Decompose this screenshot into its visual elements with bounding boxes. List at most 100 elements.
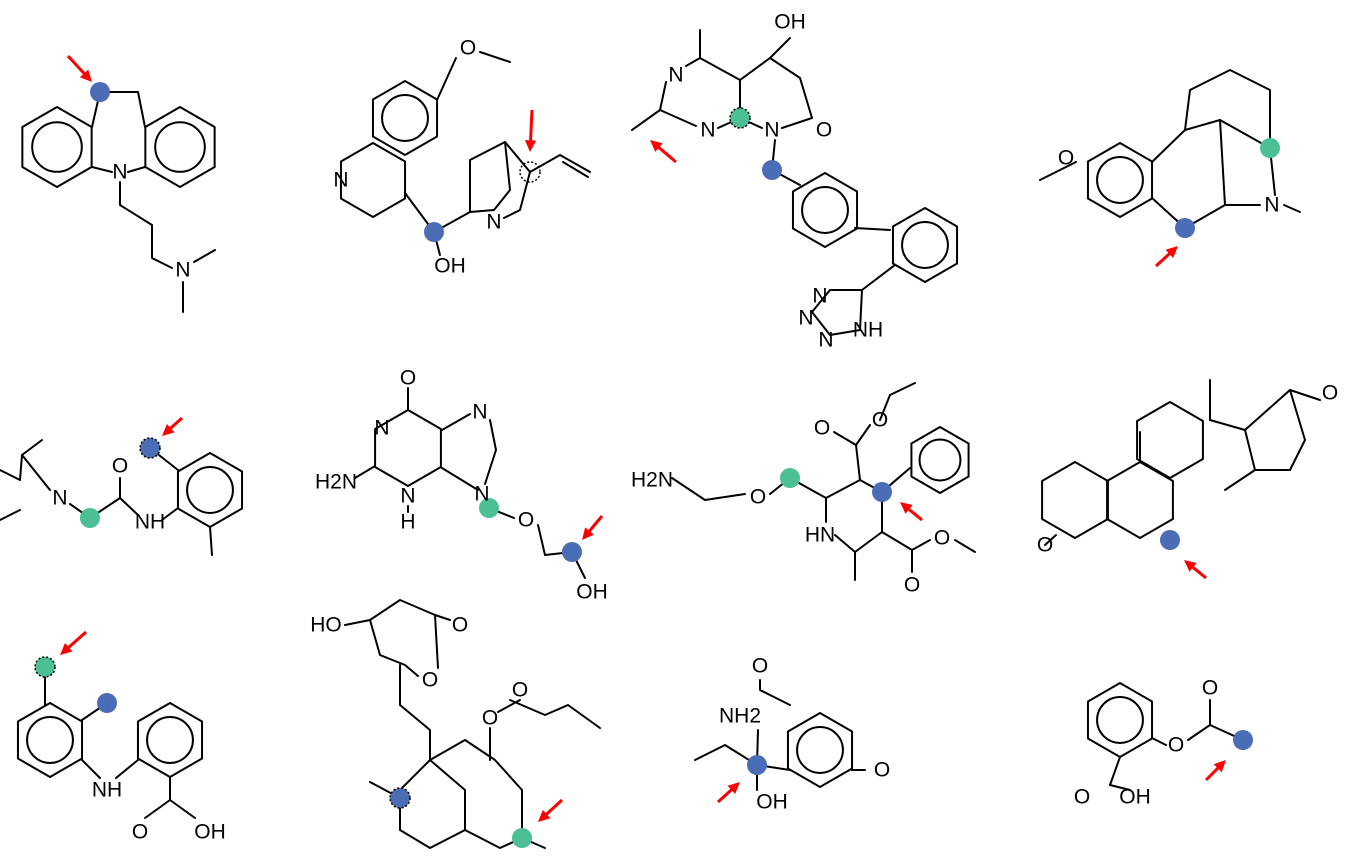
atom-label: N	[333, 169, 348, 192]
green-atom-marker	[780, 468, 800, 488]
bond	[833, 431, 861, 481]
bond	[339, 142, 407, 218]
red-arrow-icon	[900, 502, 923, 522]
bond	[119, 181, 173, 269]
atom-label: O	[460, 37, 476, 60]
green-atom-marker	[512, 828, 532, 848]
atom-label: N	[700, 119, 715, 142]
arrow-head	[650, 140, 663, 152]
arrow-head	[1213, 760, 1226, 773]
bond	[127, 166, 146, 173]
bond	[631, 81, 667, 131]
atom-label: O	[112, 455, 128, 478]
atom-label: HO	[310, 614, 342, 637]
blue-atom-marker	[139, 437, 161, 459]
aromatic-ring	[1096, 696, 1144, 744]
bond	[69, 477, 121, 519]
bond	[399, 759, 466, 849]
bond	[881, 531, 913, 573]
bond	[1136, 401, 1204, 479]
atom-label: O	[814, 417, 830, 440]
arrow-head	[900, 502, 913, 514]
arrow-head	[524, 140, 537, 152]
bond	[910, 426, 970, 494]
green-atom-marker	[34, 656, 56, 678]
blue-atom-marker	[872, 482, 892, 502]
atom-labels: N N O N N OH OH N N N O N N N NH O N N O…	[52, 11, 1338, 844]
bond	[404, 192, 495, 233]
bond	[0, 509, 21, 521]
atom-label: N	[1264, 194, 1279, 217]
arrow-shaft	[585, 515, 604, 535]
bond	[484, 419, 497, 485]
bond	[91, 166, 113, 173]
arrow-head	[727, 782, 740, 795]
bond	[671, 477, 746, 501]
blue-atom-marker	[562, 542, 582, 562]
atom-label: O	[872, 409, 888, 432]
atom-label: O	[1202, 677, 1218, 700]
arrow-shaft	[528, 109, 534, 145]
atom-label: O	[400, 367, 416, 390]
blue-atom-marker	[1175, 218, 1195, 238]
atom-label: O	[816, 119, 832, 142]
atom-label: NH	[135, 511, 165, 534]
bond	[436, 57, 457, 101]
bond	[855, 424, 871, 446]
bond	[562, 161, 589, 178]
bond	[1244, 389, 1321, 431]
bond	[209, 526, 213, 556]
bond	[119, 497, 139, 516]
bond	[169, 799, 196, 819]
red-arrow-icon	[524, 109, 537, 152]
atom-label: O	[422, 669, 438, 692]
atom-label: O	[934, 527, 950, 550]
arrow-head	[1184, 560, 1197, 572]
atom-markers	[34, 54, 1280, 848]
atom-label: NH	[853, 319, 883, 342]
bond	[91, 91, 146, 128]
atom-label: N	[112, 161, 127, 184]
bond	[434, 614, 439, 669]
atom-label: O	[752, 655, 768, 678]
bond	[891, 207, 959, 283]
atom-label: N	[812, 285, 827, 308]
bond	[399, 664, 431, 791]
atom-label: N	[668, 64, 683, 87]
bond	[1254, 389, 1306, 471]
bond	[1209, 419, 1256, 491]
arrow-shaft	[64, 630, 87, 651]
atom-label: H	[400, 511, 415, 534]
blue-atom-marker	[97, 693, 117, 713]
arrow-shaft	[66, 54, 88, 78]
bond	[811, 264, 896, 336]
bond	[344, 619, 419, 677]
red-arrow-icon	[1154, 246, 1178, 268]
bond	[911, 539, 931, 551]
bond	[834, 491, 883, 553]
aromatic-ring	[801, 186, 849, 234]
atom-label: OH	[194, 821, 226, 844]
bond	[699, 57, 741, 129]
aromatic-ring	[26, 716, 74, 764]
atom-label: N	[472, 401, 487, 424]
bond	[354, 465, 376, 479]
bond	[1044, 534, 1057, 546]
atom-label: N	[474, 483, 489, 506]
bond	[781, 117, 813, 129]
aromatic-ring	[154, 121, 206, 173]
aromatic-ring	[1096, 156, 1144, 204]
atom-label: H2N	[631, 469, 673, 492]
red-arrow-icon	[716, 782, 740, 804]
atom-label: N	[798, 307, 813, 330]
red-arrow-icon	[1184, 560, 1207, 580]
bond	[791, 172, 859, 248]
bond	[469, 141, 531, 219]
aromatic-ring	[796, 726, 844, 774]
atom-label: N	[52, 487, 67, 510]
arrow-head	[162, 423, 175, 436]
bond	[21, 454, 51, 491]
aromatic-ring	[381, 94, 429, 142]
green-atom-marker	[729, 107, 751, 129]
